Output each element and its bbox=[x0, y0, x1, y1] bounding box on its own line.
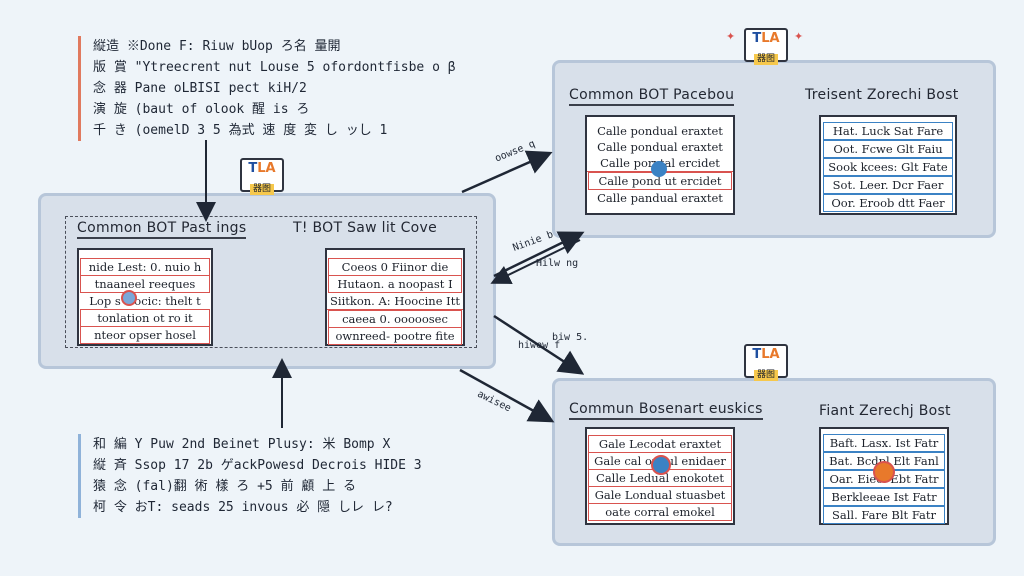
focus-marker bbox=[121, 290, 137, 306]
group-title: Common BOT Past ings bbox=[77, 220, 247, 239]
card-row: Sot. Leer. Dcr Faer bbox=[823, 176, 953, 194]
top-right-card-b: Hat. Luck Sat Fare Oot. Fcwe Glt Faiu So… bbox=[819, 115, 957, 215]
group-title: Common BOT Pacebou bbox=[569, 87, 735, 106]
badge-letter: T bbox=[248, 161, 258, 176]
focus-marker bbox=[651, 161, 667, 177]
bottom-right-card-a: Gale Lecodat eraxtet Gale cal ondul enid… bbox=[585, 427, 735, 525]
card-row: oate corral emokel bbox=[588, 503, 732, 521]
arrow-to-bottom-right bbox=[493, 314, 585, 375]
card-row: Gale Londual stuasbet bbox=[588, 486, 732, 504]
card-row: Calle pandual eraxtet bbox=[597, 191, 723, 205]
badge-letter: T bbox=[752, 347, 762, 362]
note-line: 縦造 ※Done F: Riuw bUop ろ名 量開 bbox=[93, 39, 341, 54]
group-title: T! BOT Saw lit Cove bbox=[293, 220, 438, 236]
top-right-card-a: Calle pondual eraxtet Calle pondual erax… bbox=[585, 115, 735, 215]
top-right-group-panel: Common BOT Pacebou Treisent Zorechi Bost… bbox=[552, 60, 996, 238]
badge-letters: LA bbox=[761, 347, 780, 362]
card-row: Gale Lecodat eraxtet bbox=[588, 435, 732, 453]
bottom-right-card-b: Baft. Lasx. Ist Fatr Bat. Bcdpl Elt Fanl… bbox=[819, 427, 949, 525]
card-row: Hat. Luck Sat Fare bbox=[823, 122, 953, 140]
card-row: Calle pondual eraxtet bbox=[597, 140, 723, 154]
arrow-to-top-right bbox=[461, 150, 553, 194]
card-row: Calle pond ut ercidet bbox=[588, 172, 732, 190]
arrow-back-left bbox=[490, 239, 581, 284]
card-row: nteor opser hosel bbox=[80, 326, 210, 344]
card-row: Calle pondual eraxtet bbox=[597, 124, 723, 138]
group-title: Treisent Zorechi Bost bbox=[805, 87, 959, 103]
note-line: 版 賞 "Ytreecrent nut Louse 5 ofordontfisb… bbox=[93, 60, 456, 75]
note-line: 縦 斉 Ssop 17 2b ゲackPowesd Decrois HIDE 3 bbox=[93, 458, 422, 473]
badge-letter: T bbox=[752, 31, 762, 46]
dashed-frame bbox=[65, 216, 477, 348]
tla-badge-bottom: TLA 器图 bbox=[744, 344, 788, 381]
note-line: 和 編 Y Puw 2nd Beinet Plusy: 米 Bomp X bbox=[93, 437, 391, 452]
card-row: tnaaneel reeques bbox=[80, 275, 210, 293]
group-title: Commun Bosenart euskics bbox=[569, 401, 763, 420]
badge-letters: LA bbox=[257, 161, 276, 176]
card-row: Coeos 0 Fiinor die bbox=[328, 258, 462, 276]
note-line: 念 器 Pane oLBISI pect kiH/2 bbox=[93, 81, 307, 96]
focus-marker bbox=[651, 455, 671, 475]
arrow-to-bottom-right-secondary bbox=[459, 368, 555, 423]
focus-marker bbox=[873, 461, 895, 483]
note-line: 柯 令 おT: seads 25 invous 必 隠 しレ レ? bbox=[93, 500, 393, 515]
arrow-label: Hilw ng bbox=[536, 258, 579, 269]
badge-sub: 器图 bbox=[753, 370, 778, 381]
card-row: Baft. Lasx. Ist Fatr bbox=[823, 434, 945, 452]
note-line: 猿 念 (fal)翻 術 樣 ろ +5 前 顧 上 る bbox=[93, 479, 357, 494]
badge-sub: 器图 bbox=[249, 184, 274, 195]
badge-sparkle-icon: ✦ bbox=[794, 30, 804, 43]
card-row: Berkleeae Ist Fatr bbox=[823, 488, 945, 506]
card-row: nide Lest: 0. nuio h bbox=[80, 258, 210, 276]
card-row: Lop s wocic: thelt t bbox=[89, 294, 201, 308]
card-row: Sall. Fare Blt Fatr bbox=[823, 506, 945, 524]
top-annotation-note: 縦造 ※Done F: Riuw bUop ろ名 量開 版 賞 "Ytreecr… bbox=[78, 36, 456, 141]
left-card-b: Coeos 0 Fiinor die Hutaon. a noopast I S… bbox=[325, 248, 465, 346]
card-row: Sook kcees: Glt Fate bbox=[823, 158, 953, 176]
card-row: ownreed- pootre fite bbox=[328, 327, 462, 345]
arrow-label: hiwew f bbox=[518, 340, 561, 351]
badge-sub: 器图 bbox=[753, 54, 778, 65]
badge-letters: LA bbox=[761, 31, 780, 46]
left-card-a: nide Lest: 0. nuio h tnaaneel reeques Lo… bbox=[77, 248, 213, 346]
left-group-panel: Common BOT Past ings T! BOT Saw lit Cove… bbox=[38, 193, 496, 369]
card-row: Oot. Fcwe Glt Faiu bbox=[823, 140, 953, 158]
tla-badge-left: TLA 器图 bbox=[240, 158, 284, 195]
group-title: Fiant Zerechj Bost bbox=[819, 403, 951, 419]
card-row: Calle Ledual enokotet bbox=[588, 469, 732, 487]
note-line: 千 き (oemelD 3 5 為式 速 度 変 し ッし 1 bbox=[93, 123, 388, 138]
card-row: Hutaon. a noopast I bbox=[328, 275, 462, 293]
card-row: Siitkon. A: Hoocine Itt bbox=[327, 293, 463, 310]
tla-badge-top: TLA 器图 bbox=[744, 28, 788, 65]
note-line: 演 旋 (baut of olook 醒 is ろ bbox=[93, 102, 310, 117]
bottom-annotation-note: 和 編 Y Puw 2nd Beinet Plusy: 米 Bomp X 縦 斉… bbox=[78, 434, 422, 518]
badge-sparkle-icon: ✦ bbox=[726, 30, 736, 43]
bottom-right-group-panel: Commun Bosenart euskics Fiant Zerechj Bo… bbox=[552, 378, 996, 546]
card-row: Oor. Eroob dtt Faer bbox=[823, 194, 953, 212]
arrow-label: biw 5. bbox=[552, 332, 589, 343]
card-row: tonlation ot ro it bbox=[80, 309, 210, 327]
card-row: caeea 0. ooooosec bbox=[328, 310, 462, 328]
